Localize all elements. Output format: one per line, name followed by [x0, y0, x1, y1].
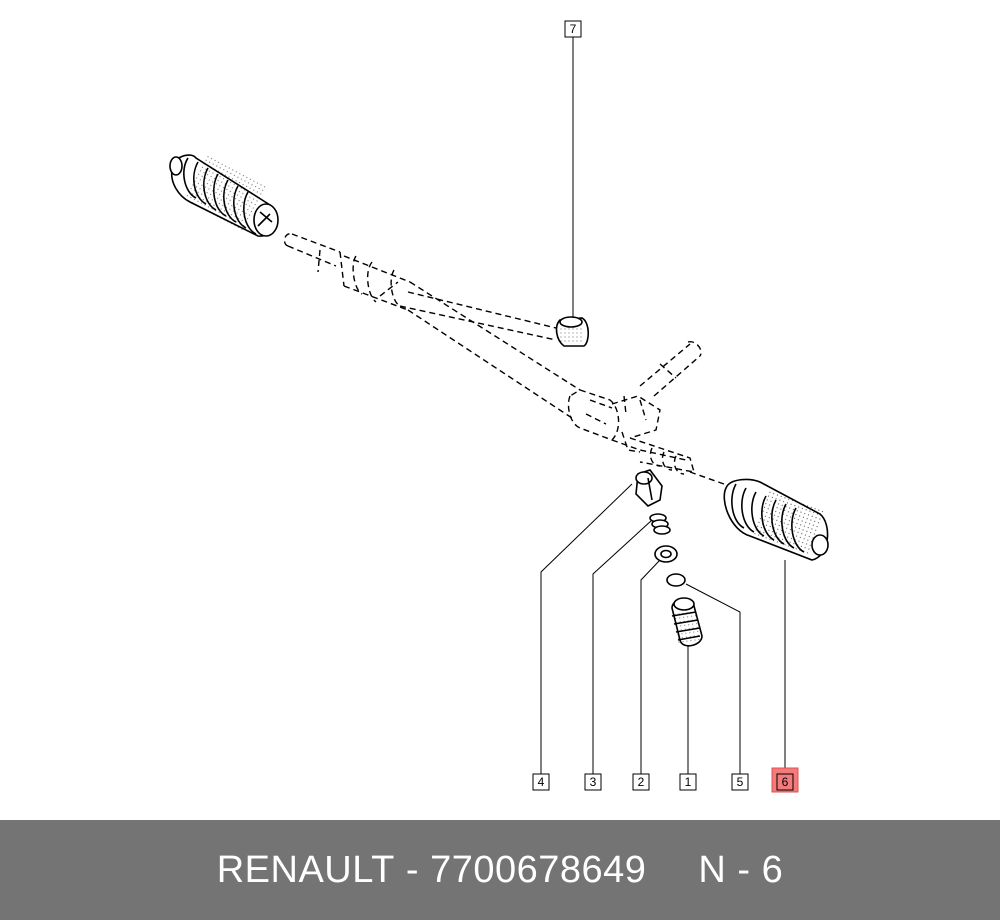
steering-rack-housing	[283, 233, 725, 485]
callout-7[interactable]: 7	[564, 20, 582, 38]
sleeve-part-4	[635, 469, 663, 507]
plunger-part-1	[671, 597, 703, 647]
callout-1-label: 1	[685, 775, 692, 789]
callout-4-label: 4	[538, 775, 545, 789]
callout-6-highlight	[771, 767, 799, 793]
part-number: 7700678649	[430, 848, 647, 891]
callout-3[interactable]: 3	[584, 773, 602, 791]
left-bellows-boot	[169, 154, 279, 237]
callout-5[interactable]: 5	[731, 773, 749, 791]
spring-part-3	[649, 513, 671, 535]
brand-name: RENAULT	[216, 848, 395, 891]
callout-1[interactable]: 1	[679, 773, 697, 791]
callout-7-label: 7	[570, 22, 577, 36]
callout-2-label: 2	[638, 775, 645, 789]
o-ring-part-5	[666, 573, 686, 587]
reference-label: N - 6	[698, 848, 784, 891]
callout-4[interactable]: 4	[532, 773, 550, 791]
callout-3-label: 3	[590, 775, 597, 789]
washer-part-2	[654, 545, 678, 563]
bushing-part-7	[399, 291, 590, 347]
callout-5-label: 5	[737, 775, 744, 789]
callout-6-label: 6	[782, 775, 789, 789]
callout-6-highlighted[interactable]: 6	[771, 767, 799, 793]
brand-separator: -	[394, 848, 431, 891]
part-info-footer: RENAULT - 7700678649 N - 6	[0, 820, 1000, 920]
exploded-parts-diagram: 7 4 3 2 1 5 6	[169, 20, 829, 793]
right-bellows-boot-part-6	[723, 478, 829, 561]
leader-lines	[540, 37, 786, 774]
callout-2[interactable]: 2	[632, 773, 650, 791]
